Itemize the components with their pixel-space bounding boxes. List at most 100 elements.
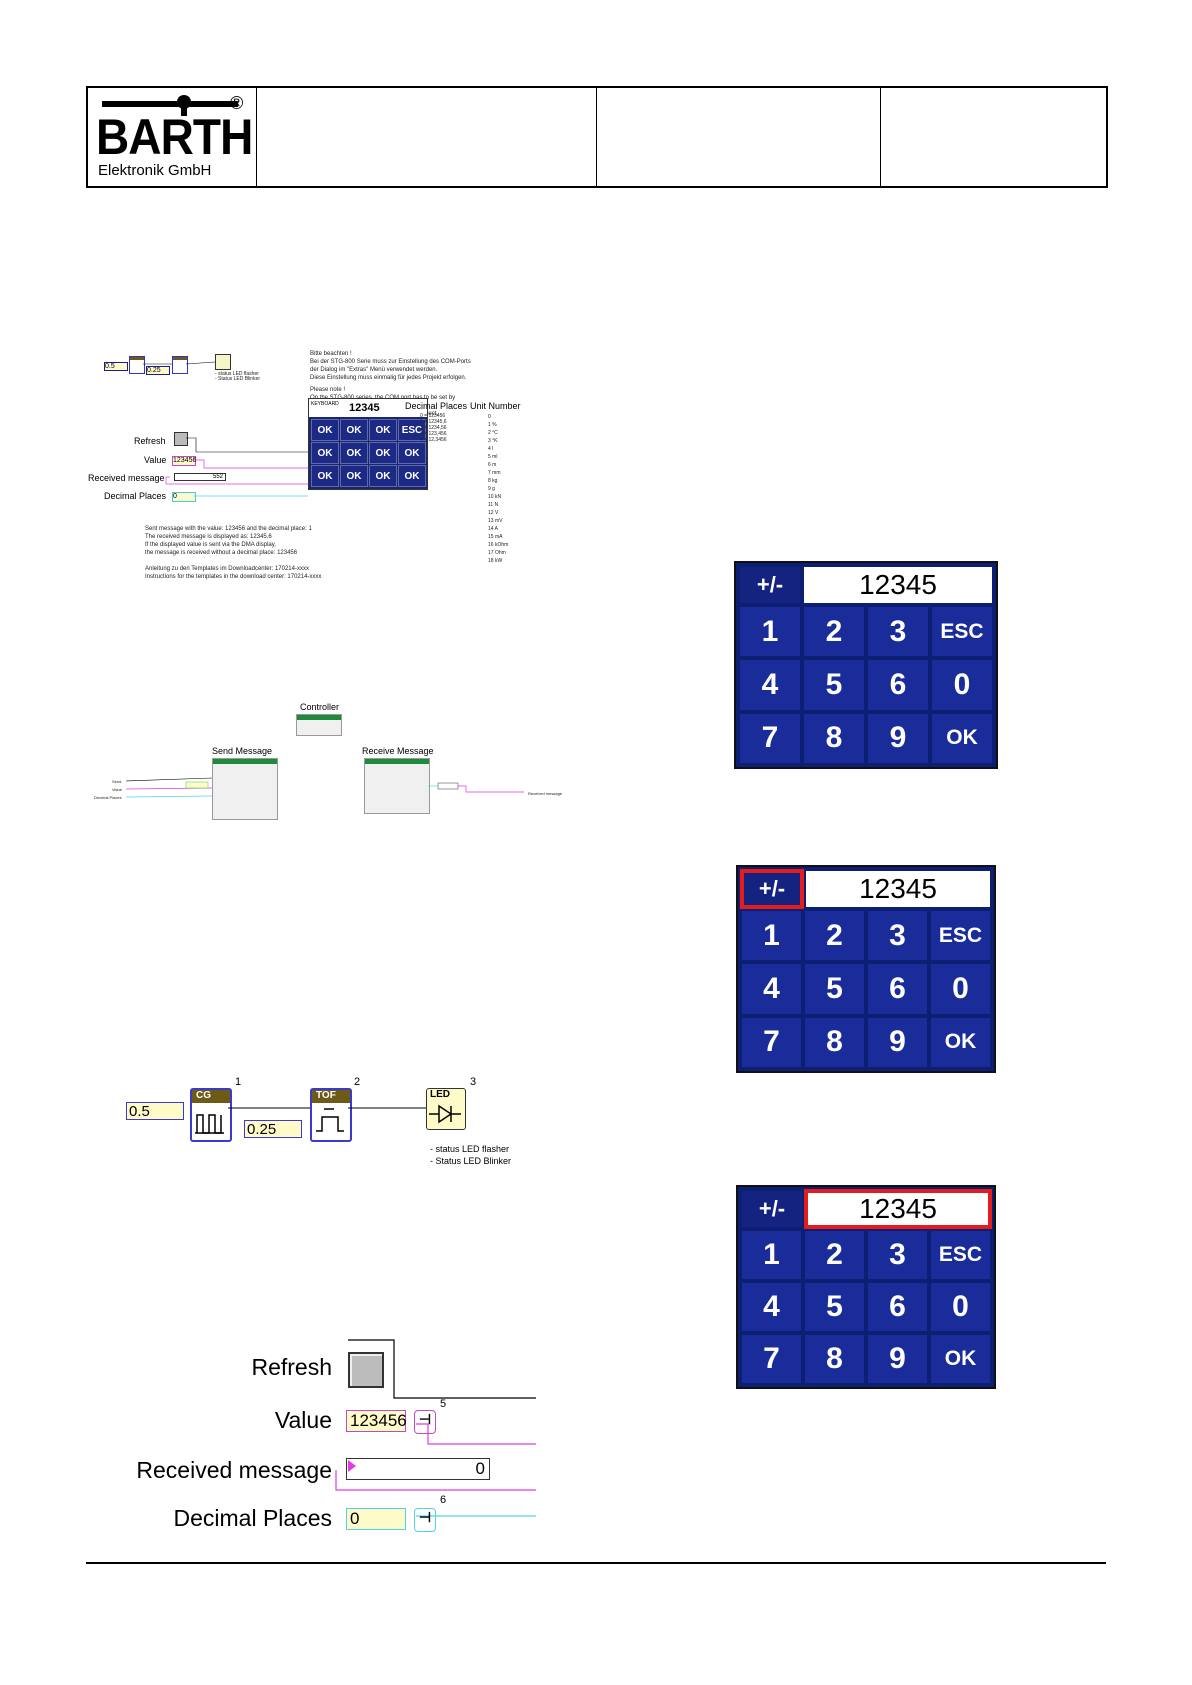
led-note-2: - Status LED Blinker <box>430 1156 512 1166</box>
keypad-key[interactable]: 5 <box>804 660 864 710</box>
unit-item: 11 N <box>488 502 499 508</box>
keypad-key[interactable]: 2 <box>805 911 864 961</box>
mini-value-field[interactable]: 123456 <box>172 456 197 466</box>
mini-key[interactable]: ESC <box>398 419 426 441</box>
keypad-key[interactable]: OK <box>932 713 992 763</box>
unit-item: 0 <box>488 414 491 420</box>
keypad-key[interactable]: 8 <box>804 713 864 763</box>
keypad-key[interactable]: 6 <box>868 964 927 1014</box>
decimal-field[interactable]: 0 <box>346 1508 406 1530</box>
mini-chain-wires <box>143 361 216 365</box>
unit-item: 8 kg <box>488 478 498 484</box>
keypad-key[interactable]: 2 <box>805 1231 864 1279</box>
unit-item: 10 kN <box>488 494 502 500</box>
unit-item: 15 mA <box>488 534 503 540</box>
refresh-button[interactable] <box>348 1352 384 1388</box>
mini-decimal-field[interactable]: 0 <box>172 492 196 502</box>
tof-block: TOF <box>310 1088 352 1142</box>
info-line-4: the message is received without a decima… <box>145 550 298 556</box>
tof-title: TOF <box>312 1090 350 1103</box>
receive-block <box>364 758 430 814</box>
keypad-key[interactable]: 7 <box>742 1335 801 1383</box>
unit-item: 17 Ohm <box>488 550 506 556</box>
keypad-key[interactable]: 6 <box>868 660 928 710</box>
mini-key[interactable]: OK <box>311 465 339 487</box>
keypad-key[interactable]: 4 <box>742 964 801 1014</box>
mini-key[interactable]: OK <box>369 465 397 487</box>
keypad-key[interactable]: 3 <box>868 1231 927 1279</box>
note-en-title: Please note ! <box>310 387 346 393</box>
mini-key[interactable]: OK <box>340 442 368 464</box>
tof-value-field[interactable]: 0.25 <box>244 1120 302 1138</box>
unit-item: 12 V <box>488 510 499 516</box>
keypad-key[interactable]: 4 <box>740 660 800 710</box>
plusminus-key[interactable]: +/- <box>740 869 804 909</box>
mini-key[interactable]: OK <box>398 442 426 464</box>
keypad-key[interactable]: 9 <box>868 713 928 763</box>
barth-logo <box>102 95 238 116</box>
mini-project-screenshot: 0.5 0.25 - status LED flasher - Status L… <box>86 340 566 595</box>
keypad-key[interactable]: 3 <box>868 911 927 961</box>
keypad-key[interactable]: OK <box>931 1017 990 1067</box>
mini-key[interactable]: OK <box>340 419 368 441</box>
send-input-send: Send <box>112 779 122 784</box>
mini-key[interactable]: OK <box>311 419 339 441</box>
value-field[interactable]: 123456 <box>346 1410 407 1432</box>
num-2: 2 <box>354 1076 361 1088</box>
keypad-key[interactable]: 7 <box>742 1017 801 1067</box>
keypad-key[interactable]: 1 <box>742 1231 801 1279</box>
unit-item: 9 g <box>488 486 495 492</box>
mini-keyboard-header <box>309 399 427 417</box>
big-chain-wires <box>228 1107 426 1109</box>
keypad-key[interactable]: 4 <box>742 1283 801 1331</box>
mini-refresh-label: Refresh <box>134 436 166 446</box>
keypad-key[interactable]: 3 <box>868 607 928 657</box>
mini-key[interactable]: OK <box>311 442 339 464</box>
keypad-key[interactable]: 0 <box>932 660 992 710</box>
keypad-key[interactable]: 1 <box>740 607 800 657</box>
keypad-key[interactable]: 8 <box>805 1017 864 1067</box>
received-field: 0 <box>346 1458 490 1480</box>
mini-received-field: 552 <box>174 473 226 481</box>
keypad-key[interactable]: 9 <box>868 1335 927 1383</box>
keypad-key[interactable]: 2 <box>804 607 864 657</box>
big-inputs: Refresh Value 123456 ⊣ 5 Received messag… <box>100 1330 540 1532</box>
mini-key[interactable]: OK <box>340 465 368 487</box>
keypad-key[interactable]: ESC <box>931 1231 990 1279</box>
keypad-key[interactable]: 6 <box>868 1283 927 1331</box>
num-1: 1 <box>235 1076 242 1088</box>
unit-item: 5 ml <box>488 454 498 460</box>
mini-cg-block <box>129 356 145 374</box>
receive-title: Receive Message <box>362 746 434 756</box>
keypad-key[interactable]: 8 <box>805 1335 864 1383</box>
keypad-key[interactable]: 7 <box>740 713 800 763</box>
unit-item: 13 mV <box>488 518 503 524</box>
num-3: 3 <box>470 1076 477 1088</box>
value-connector-icon: ⊣ <box>414 1410 436 1434</box>
mini-key[interactable]: OK <box>369 419 397 441</box>
keypad-key[interactable]: OK <box>931 1335 990 1383</box>
unit-item: 7 mm <box>488 470 501 476</box>
mini-key[interactable]: OK <box>398 465 426 487</box>
keypad-key[interactable]: 0 <box>931 1283 990 1331</box>
note-de-line-2: der Dialog im "Extras" Menü verwendet we… <box>310 367 438 373</box>
info-line-5: Anleitung zu den Templates im Downloadce… <box>145 566 309 572</box>
keypad-key[interactable]: 1 <box>742 911 801 961</box>
mini-led-block <box>215 354 231 370</box>
keypad-key[interactable]: 5 <box>805 1283 864 1331</box>
can-diagram: Controller Send Message Receive Message … <box>86 700 566 820</box>
keypad-key[interactable]: ESC <box>931 911 990 961</box>
keypad-key[interactable]: 5 <box>805 964 864 1014</box>
keypad-key[interactable]: ESC <box>932 607 992 657</box>
cg-value-field[interactable]: 0.5 <box>126 1102 184 1120</box>
mini-refresh-button[interactable] <box>174 432 188 446</box>
cg-title: CG <box>192 1090 230 1103</box>
plusminus-key[interactable]: +/- <box>740 567 800 603</box>
plusminus-key[interactable]: +/- <box>742 1191 802 1227</box>
mini-key[interactable]: OK <box>369 442 397 464</box>
keypad-key[interactable]: 0 <box>931 964 990 1014</box>
keypad-key[interactable]: 9 <box>868 1017 927 1067</box>
info-text: Sent message with the value: 123456 and … <box>145 525 321 581</box>
